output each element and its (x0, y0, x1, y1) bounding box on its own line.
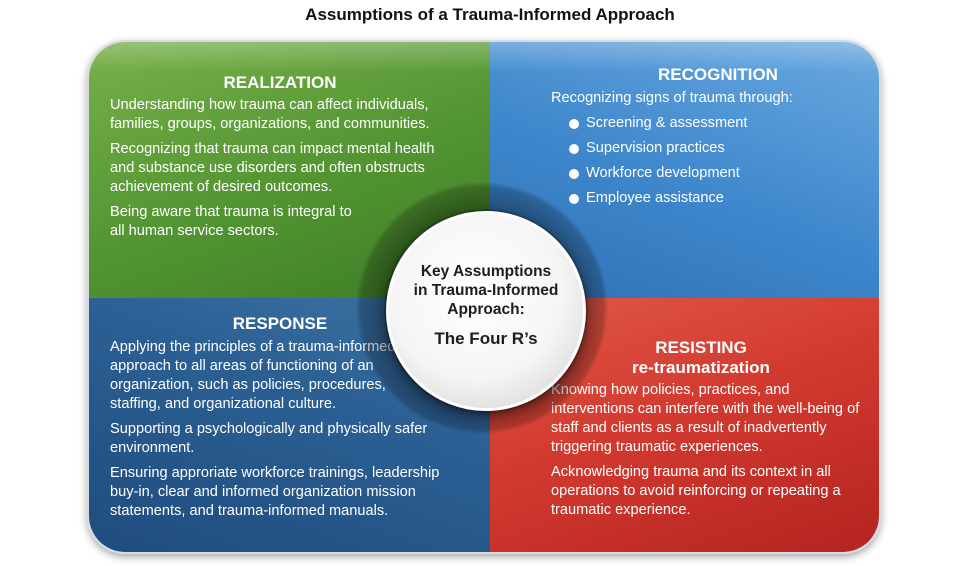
response-text: Applying the principles of a trauma-info… (110, 338, 460, 527)
list-item: Screening & assessment (569, 114, 861, 133)
response-paragraph: Applying the principles of a trauma-info… (110, 339, 396, 412)
response-paragraph: Supporting a psychologically and physica… (110, 421, 428, 456)
response-paragraph: Ensuring approriate workforce trainings,… (110, 465, 440, 519)
resisting-paragraph: Acknowledging trauma and its context in … (551, 464, 841, 518)
realization-text: Understanding how trauma can affect indi… (110, 96, 455, 247)
recognition-list: Screening & assessment Supervision pract… (569, 114, 861, 208)
response-heading: RESPONSE (232, 314, 328, 333)
realization-heading: REALIZATION (223, 73, 337, 92)
bullet-icon (569, 144, 579, 154)
bullet-icon (569, 169, 579, 179)
list-item: Workforce development (569, 164, 861, 183)
bullet-icon (569, 194, 579, 204)
recognition-heading: RECOGNITION (658, 65, 778, 84)
list-item: Supervision practices (569, 139, 861, 158)
center-subtitle: The Four R’s (434, 329, 538, 348)
list-item: Employee assistance (569, 189, 861, 208)
bullet-icon (569, 119, 579, 129)
realization-paragraph: Being aware that trauma is integral to a… (110, 204, 352, 239)
recognition-text: Recognizing signs of trauma through: Scr… (551, 89, 861, 214)
recognition-quadrant (490, 42, 879, 298)
resisting-paragraph: Knowing how policies, practices, and int… (551, 382, 860, 455)
resisting-subheading: re-traumatization (632, 358, 770, 377)
realization-paragraph: Recognizing that trauma can impact menta… (110, 141, 435, 195)
realization-paragraph: Understanding how trauma can affect indi… (110, 97, 430, 132)
diagram-title: Assumptions of a Trauma-Informed Approac… (305, 5, 675, 24)
resisting-heading: RESISTING (655, 338, 747, 357)
center-circle (386, 211, 586, 411)
resisting-text: Knowing how policies, practices, and int… (551, 381, 867, 526)
recognition-intro: Recognizing signs of trauma through: (551, 90, 793, 106)
center-label: Key Assumptions in Trauma-Informed Appro… (413, 263, 559, 318)
